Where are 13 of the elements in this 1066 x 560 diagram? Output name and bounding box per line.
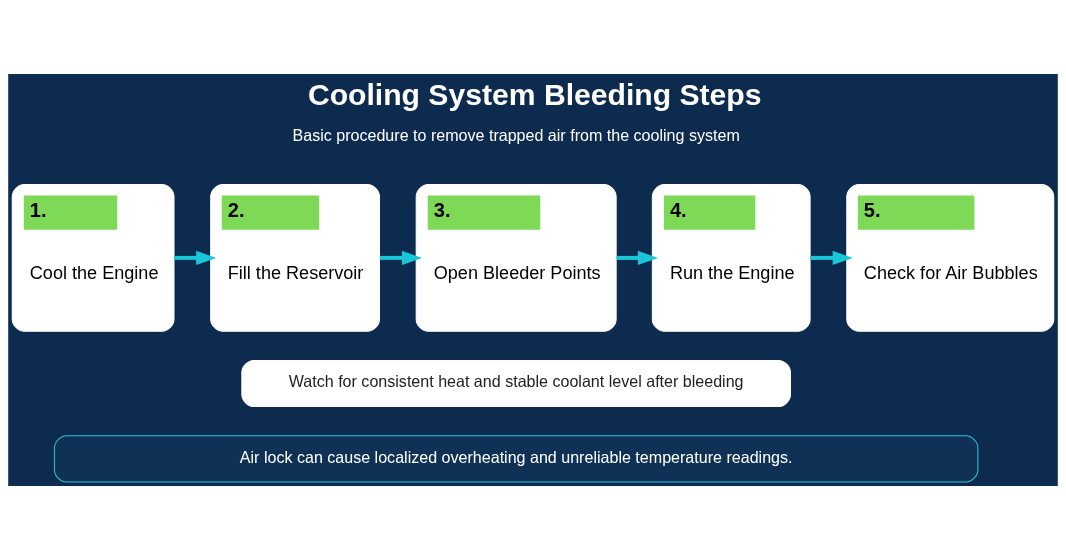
arrow (616, 250, 659, 265)
diagram-title: Cooling System Bleeding Steps (307, 78, 762, 112)
node-box: 2. Fill the Reservoir (210, 184, 380, 332)
label: Air lock can cause localized overheating and unreliable temperature readings. (239, 447, 793, 466)
arrow (379, 250, 423, 265)
node-box: 5. Check for Air Bubbles (846, 184, 1055, 332)
node-box: 4. Run the Engine (651, 184, 811, 332)
label: Basic procedure to remove trapped air from the cooling system (292, 126, 740, 145)
arrow (174, 250, 217, 265)
arrow (810, 250, 853, 265)
node-box: 1. Cool the Engine (11, 184, 175, 332)
label: Watch for consistent heat and stable coolant level after bleeding (288, 372, 744, 391)
node-box: 3. Open Bleeder Points (415, 184, 617, 332)
